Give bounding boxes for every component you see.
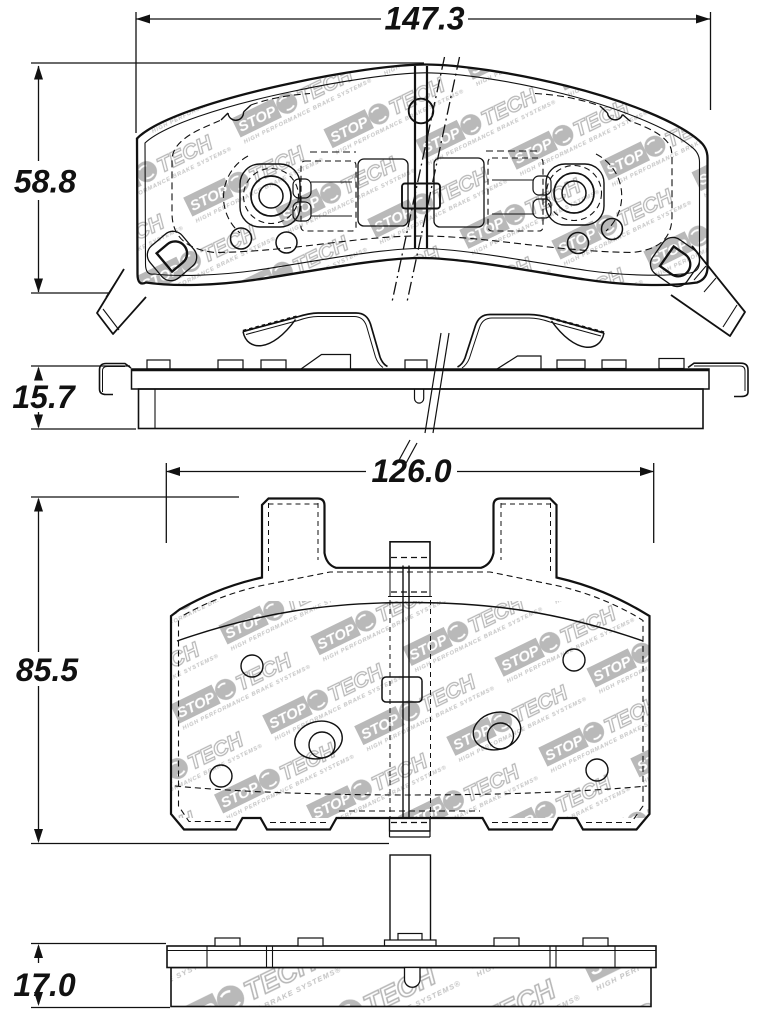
- svg-text:58.8: 58.8: [14, 164, 76, 200]
- svg-text:85.5: 85.5: [16, 652, 79, 688]
- svg-text:147.3: 147.3: [384, 1, 464, 37]
- svg-text:15.7: 15.7: [12, 379, 76, 415]
- svg-text:126.0: 126.0: [371, 453, 451, 489]
- svg-text:17.0: 17.0: [13, 967, 75, 1003]
